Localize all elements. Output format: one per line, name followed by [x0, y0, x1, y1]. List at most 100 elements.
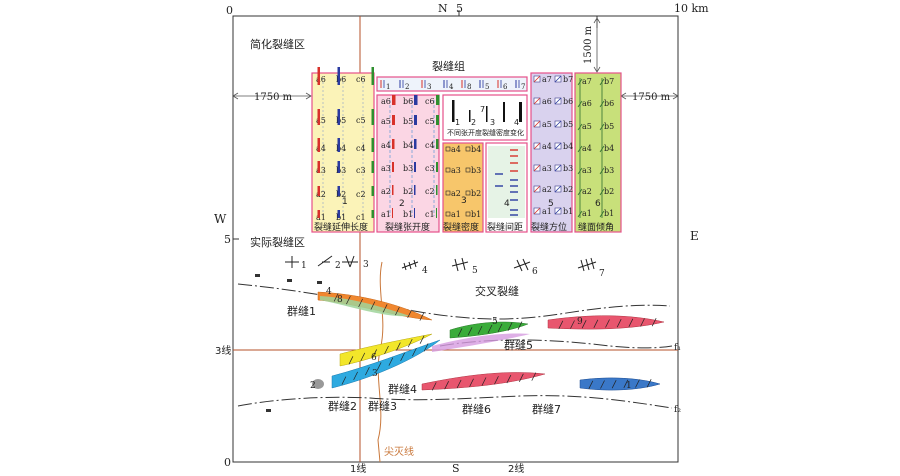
aperture-num-7: 7 — [480, 105, 485, 114]
box2-seg-b4 — [414, 139, 417, 149]
box5-diag-a3-0 — [533, 164, 541, 172]
symbol-4: 4 — [401, 259, 428, 276]
west-label: W — [214, 212, 227, 226]
strip-num-4: 4 — [449, 83, 454, 91]
box2-label-b1: b1 — [403, 210, 413, 219]
box2-label-a5: a5 — [381, 117, 391, 126]
box2-label-a4: a4 — [381, 141, 391, 150]
band-tick-1-2 — [477, 325, 483, 335]
line-1-label: 1线 — [350, 462, 366, 475]
band-tick-2-5 — [616, 319, 622, 328]
band-tick-2-6 — [628, 318, 634, 327]
box3-sq-b4 — [465, 146, 471, 152]
symbol-5-num: 5 — [472, 266, 478, 276]
strip-num-1: 1 — [386, 83, 390, 91]
band-2-gray — [312, 379, 324, 389]
box1-label-c2: c2 — [356, 190, 366, 199]
band-tick-6-5 — [646, 379, 652, 388]
axis-zero-bottom: 0 — [224, 456, 231, 469]
group-4-label: 群缝4 — [388, 382, 417, 396]
box6-label-a7-0: a7 — [582, 77, 592, 86]
box2-label-b4: b4 — [403, 141, 413, 150]
dimension-vertical: 1500 m — [583, 17, 601, 73]
box3-number: 3 — [461, 196, 467, 206]
band-tick-1-1 — [467, 327, 473, 336]
symbol-4-num: 4 — [422, 266, 428, 276]
box2-seg-b5 — [414, 115, 417, 125]
band-tick-4-2 — [365, 366, 370, 376]
aperture-num-4: 4 — [514, 118, 519, 127]
band-tick-1-4 — [497, 323, 503, 333]
band-tick-6-3 — [623, 379, 629, 388]
box5-caption: 裂缝方位 — [531, 221, 567, 233]
band-tick-3-3 — [384, 345, 389, 355]
group-1-label: 群缝1 — [287, 304, 316, 318]
symbol-7: 7 — [577, 257, 605, 279]
aperture-num-2: 2 — [471, 118, 476, 127]
box2-label-c5: c5 — [425, 117, 435, 126]
box6-tick-b4-1 — [599, 145, 605, 153]
box2-seg-b1 — [414, 208, 415, 218]
box3-label-b1: b1 — [471, 210, 481, 219]
band-8 — [320, 296, 410, 317]
box5-label-b6-1: b6 — [563, 97, 573, 106]
south-label: S — [452, 462, 460, 475]
strip-num-7: 7 — [521, 83, 525, 91]
box5-diag-a4-0 — [533, 142, 541, 150]
box5-label-a5-0: a5 — [542, 120, 552, 129]
dim-left-label: 1750 m — [254, 92, 293, 103]
band-tick-1-3 — [487, 324, 493, 334]
box1-label-c1: c1 — [356, 213, 366, 222]
band-tick-2-3 — [593, 319, 599, 328]
band-tick-2-7 — [640, 318, 645, 327]
box3-sq-a2 — [445, 190, 451, 196]
marker-3 — [317, 281, 322, 284]
dimension-left: 1750 m — [232, 92, 312, 103]
cross-fracture-label: 交叉裂缝 — [475, 284, 519, 298]
band-tick-4-6 — [412, 347, 417, 357]
box1-label-b1: b1 — [336, 213, 346, 222]
box6-label-b4-1: b4 — [604, 144, 614, 153]
box5-label-a2-0: a2 — [542, 185, 552, 194]
box2-seg-a1 — [392, 208, 393, 218]
box2-seg-a4 — [392, 139, 395, 149]
box2-number: 2 — [399, 199, 405, 209]
box1-label-b2: b2 — [336, 190, 346, 199]
box6-label-a1-0: a1 — [582, 209, 592, 218]
band-1-blue — [579, 377, 661, 391]
box3-label-a2: a2 — [451, 189, 461, 198]
box5-label-a1-0: a1 — [542, 207, 552, 216]
band-tick-5-1 — [444, 381, 449, 390]
box6-label-b7-1: b7 — [604, 77, 614, 86]
box5-diag-a1-0 — [533, 207, 541, 215]
box1-seg-a6 — [317, 67, 320, 85]
band-3-blue — [331, 339, 441, 389]
box2-label-c1: c1 — [425, 210, 435, 219]
box3-label-a1: a1 — [451, 210, 461, 219]
box6-label-b6-1: b6 — [604, 99, 614, 108]
band-tick-6-2 — [611, 380, 617, 389]
box5-diag-a5-0 — [533, 120, 541, 128]
band-num-9: 9 — [577, 317, 583, 327]
box5-label-b7-1: b7 — [563, 75, 573, 84]
box5-diag-a7-0 — [533, 75, 541, 83]
box1-seg-c1 — [371, 210, 374, 218]
band-num-5: 5 — [492, 317, 498, 327]
box3-label-a4: a4 — [451, 145, 461, 154]
band-tick-0-4 — [382, 304, 388, 313]
band-tick-6-4 — [635, 379, 640, 388]
box1-number: 1 — [342, 197, 348, 207]
band-tick-3-4 — [396, 342, 401, 351]
aperture-density-box: 1 7 2 3 4 不同张开度裂缝密度变化 — [442, 94, 528, 141]
band-tick-0-1 — [346, 295, 351, 305]
band-tick-2-2 — [581, 320, 587, 329]
band-tick-2-1 — [570, 320, 575, 329]
box6-label-a3-0: a3 — [582, 166, 592, 175]
box1-seg-b4 — [337, 138, 340, 152]
box3-caption: 裂缝密度 — [443, 221, 479, 233]
axis-five-top: 5 — [456, 2, 463, 15]
